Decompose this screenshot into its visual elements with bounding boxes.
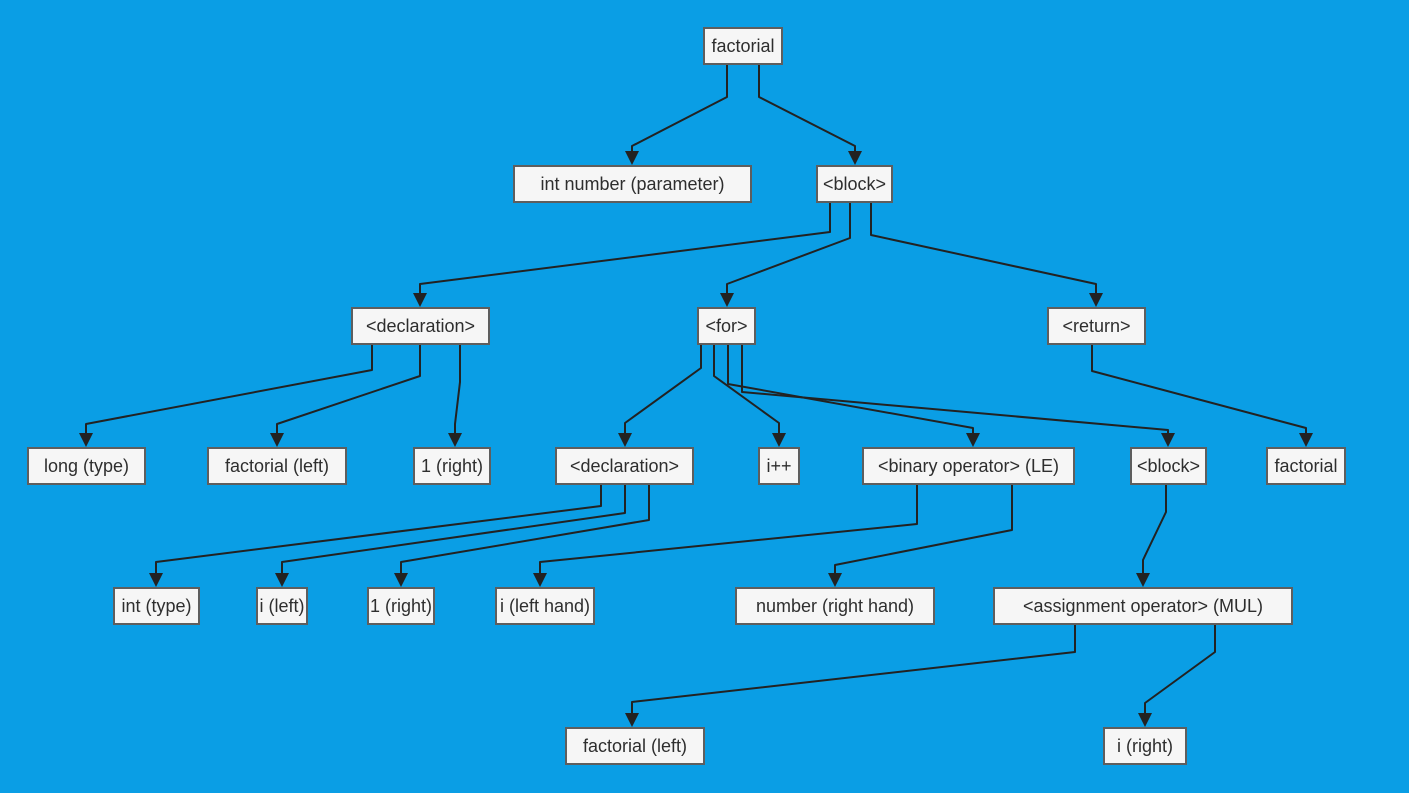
tree-node-label: i (left hand) <box>499 596 591 616</box>
edge-assignment-operator-to-i-right <box>1144 625 1216 715</box>
edge-binary-operator-to-number-right-hand <box>834 485 1013 575</box>
tree-node-label: <assignment operator> (MUL) <box>1022 596 1264 616</box>
tree-node-block-1[interactable]: <block> <box>816 165 893 203</box>
tree-node-param[interactable]: int number (parameter) <box>513 165 752 203</box>
arrowhead-factorial-left-2 <box>625 713 639 727</box>
tree-node-label: long (type) <box>43 456 130 476</box>
edge-declaration-2-to-one-right-2 <box>400 485 650 575</box>
arrowhead-factorial-left-1 <box>270 433 284 447</box>
edge-return-to-factorial-2 <box>1091 345 1307 435</box>
edge-declaration-1-to-long-type <box>85 345 373 435</box>
tree-node-factorial-root[interactable]: factorial <box>703 27 783 65</box>
arrowhead-block-1 <box>848 151 862 165</box>
arrowhead-one-right-1 <box>448 433 462 447</box>
tree-node-assignment-operator[interactable]: <assignment operator> (MUL) <box>993 587 1293 625</box>
tree-node-for[interactable]: <for> <box>697 307 756 345</box>
arrowhead-binary-operator <box>966 433 980 447</box>
tree-node-label: factorial (left) <box>582 736 688 756</box>
edge-factorial-root-to-param <box>631 65 728 153</box>
tree-node-label: factorial <box>711 36 775 56</box>
tree-node-label: i (right) <box>1116 736 1173 756</box>
edge-block-1-to-return <box>870 203 1097 295</box>
tree-node-factorial-left-2[interactable]: factorial (left) <box>565 727 705 765</box>
tree-node-block-2[interactable]: <block> <box>1130 447 1207 485</box>
edge-declaration-1-to-factorial-left-1 <box>276 345 421 435</box>
edge-binary-operator-to-i-left-hand <box>539 485 918 575</box>
arrowhead-block-2 <box>1161 433 1175 447</box>
arrowhead-i-left-hand <box>533 573 547 587</box>
arrowhead-long-type <box>79 433 93 447</box>
arrowhead-i-right <box>1138 713 1152 727</box>
tree-node-label: int number (parameter) <box>540 174 725 194</box>
tree-node-one-right-2[interactable]: 1 (right) <box>367 587 435 625</box>
tree-node-declaration-1[interactable]: <declaration> <box>351 307 490 345</box>
tree-node-number-right-hand[interactable]: number (right hand) <box>735 587 935 625</box>
arrowhead-i-left <box>275 573 289 587</box>
edge-declaration-2-to-i-left <box>281 485 626 575</box>
edge-assignment-operator-to-factorial-left-2 <box>631 625 1076 715</box>
tree-node-label: <return> <box>1062 316 1131 336</box>
arrowhead-for <box>720 293 734 307</box>
arrowhead-one-right-2 <box>394 573 408 587</box>
tree-node-i-plus-plus[interactable]: i++ <box>758 447 800 485</box>
edge-declaration-2-to-int-type <box>155 485 602 575</box>
tree-node-label: <block> <box>822 174 887 194</box>
tree-node-long-type[interactable]: long (type) <box>27 447 146 485</box>
tree-node-label: factorial <box>1274 456 1338 476</box>
tree-node-label: <declaration> <box>365 316 476 336</box>
tree-node-int-type[interactable]: int (type) <box>113 587 200 625</box>
tree-node-i-right[interactable]: i (right) <box>1103 727 1187 765</box>
edge-factorial-root-to-block-1 <box>758 65 856 153</box>
tree-node-factorial-2[interactable]: factorial <box>1266 447 1346 485</box>
arrowhead-i-plus-plus <box>772 433 786 447</box>
tree-node-i-left[interactable]: i (left) <box>256 587 308 625</box>
tree-node-label: 1 (right) <box>370 596 433 616</box>
edge-for-to-binary-operator <box>727 345 974 435</box>
tree-node-label: number (right hand) <box>755 596 915 616</box>
edge-block-1-to-declaration-1 <box>419 203 831 295</box>
arrowhead-declaration-1 <box>413 293 427 307</box>
tree-node-one-right-1[interactable]: 1 (right) <box>413 447 491 485</box>
tree-node-label: 1 (right) <box>420 456 483 476</box>
arrowhead-int-type <box>149 573 163 587</box>
arrowhead-factorial-2 <box>1299 433 1313 447</box>
arrowhead-return <box>1089 293 1103 307</box>
tree-node-label: <declaration> <box>569 456 680 476</box>
edge-block-1-to-for <box>726 203 851 295</box>
tree-node-label: <block> <box>1136 456 1201 476</box>
arrowhead-number-right-hand <box>828 573 842 587</box>
arrowhead-declaration-2 <box>618 433 632 447</box>
arrowhead-param <box>625 151 639 165</box>
edge-block-2-to-assignment-operator <box>1142 485 1167 575</box>
edge-for-to-block-2 <box>741 345 1169 435</box>
edge-declaration-1-to-one-right-1 <box>454 345 461 435</box>
tree-node-declaration-2[interactable]: <declaration> <box>555 447 694 485</box>
tree-node-label: <binary operator> (LE) <box>877 456 1060 476</box>
tree-node-label: i (left) <box>259 596 305 616</box>
edge-for-to-declaration-2 <box>624 345 702 435</box>
tree-node-i-left-hand[interactable]: i (left hand) <box>495 587 595 625</box>
tree-node-label: factorial (left) <box>224 456 330 476</box>
tree-node-label: int (type) <box>121 596 192 616</box>
tree-node-binary-operator[interactable]: <binary operator> (LE) <box>862 447 1075 485</box>
arrowhead-assignment-operator <box>1136 573 1150 587</box>
edge-for-to-i-plus-plus <box>713 345 780 435</box>
tree-node-label: i++ <box>766 456 792 476</box>
tree-node-label: <for> <box>705 316 748 336</box>
tree-node-factorial-left-1[interactable]: factorial (left) <box>207 447 347 485</box>
tree-node-return[interactable]: <return> <box>1047 307 1146 345</box>
